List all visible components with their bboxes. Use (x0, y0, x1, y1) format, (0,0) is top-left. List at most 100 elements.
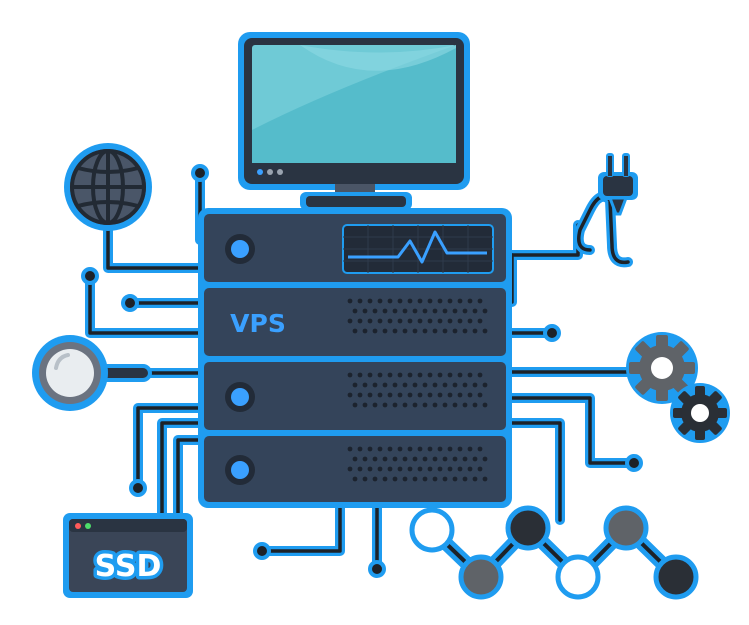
vent-hole (432, 328, 438, 334)
vent-hole (462, 328, 468, 334)
vent-hole (357, 466, 363, 472)
vent-hole (482, 476, 488, 482)
vent-hole (357, 392, 363, 398)
vent-hole (352, 328, 358, 334)
vent-hole (362, 382, 368, 388)
vent-hole (462, 476, 468, 482)
vent-hole (382, 476, 388, 482)
vent-hole (447, 318, 453, 324)
vent-hole (362, 328, 368, 334)
vent-hole (402, 382, 408, 388)
vent-hole (372, 456, 378, 462)
vent-hole (427, 446, 433, 452)
vent-hole (432, 476, 438, 482)
globe-icon (64, 143, 152, 231)
gear-icon (626, 332, 730, 443)
magnifier-icon (32, 335, 152, 411)
vent-hole (477, 298, 483, 304)
vent-hole (392, 476, 398, 482)
vent-hole (442, 476, 448, 482)
wire-end-dots (81, 164, 643, 578)
vent-hole (362, 476, 368, 482)
vent-hole (372, 308, 378, 314)
vent-hole (442, 328, 448, 334)
vent-hole (452, 456, 458, 462)
vent-hole (347, 372, 353, 378)
vent-hole (372, 476, 378, 482)
vent-hole (457, 318, 463, 324)
vent-hole (467, 298, 473, 304)
vent-hole (412, 476, 418, 482)
vent-hole (352, 456, 358, 462)
vent-hole (472, 328, 478, 334)
vent-hole (482, 382, 488, 388)
vent-hole (472, 402, 478, 408)
vent-hole (367, 392, 373, 398)
vent-hole (372, 328, 378, 334)
vent-hole (352, 402, 358, 408)
vent-hole (482, 328, 488, 334)
vent-hole (387, 318, 393, 324)
vent-hole (347, 298, 353, 304)
vent-hole (412, 382, 418, 388)
vent-hole (367, 298, 373, 304)
vent-hole (397, 466, 403, 472)
server-rack: VPS (198, 208, 512, 508)
vent-hole (472, 456, 478, 462)
vent-hole (457, 466, 463, 472)
vent-hole (402, 308, 408, 314)
vent-hole (377, 318, 383, 324)
vent-hole (437, 446, 443, 452)
vent-hole (452, 402, 458, 408)
graph-node (603, 505, 649, 551)
vent-hole (347, 392, 353, 398)
vent-hole (417, 466, 423, 472)
vps-label: VPS (230, 309, 286, 338)
vent-hole (362, 308, 368, 314)
vent-hole (457, 392, 463, 398)
vent-hole (407, 372, 413, 378)
vent-hole (477, 446, 483, 452)
vent-hole (392, 382, 398, 388)
graph-node (505, 505, 551, 551)
vent-hole (467, 392, 473, 398)
vent-hole (452, 476, 458, 482)
vent-hole (392, 328, 398, 334)
vent-hole (347, 318, 353, 324)
vent-hole (392, 402, 398, 408)
vent-hole (417, 298, 423, 304)
vent-hole (357, 298, 363, 304)
vent-hole (452, 308, 458, 314)
vent-hole (472, 476, 478, 482)
vent-hole (412, 402, 418, 408)
vent-hole (437, 392, 443, 398)
vent-hole (417, 372, 423, 378)
vent-grill (347, 298, 488, 334)
vent-hole (482, 402, 488, 408)
vent-hole (467, 446, 473, 452)
vent-hole (467, 372, 473, 378)
vent-hole (452, 382, 458, 388)
vent-hole (477, 318, 483, 324)
vent-hole (457, 298, 463, 304)
vent-hole (442, 382, 448, 388)
vent-hole (422, 308, 428, 314)
vent-hole (457, 446, 463, 452)
vent-hole (407, 318, 413, 324)
vent-hole (427, 372, 433, 378)
vent-hole (462, 456, 468, 462)
vent-grill (347, 446, 488, 482)
vent-hole (357, 372, 363, 378)
vent-hole (422, 476, 428, 482)
vent-hole (432, 308, 438, 314)
vent-hole (472, 382, 478, 388)
vent-grill (347, 372, 488, 408)
graph-node (458, 554, 504, 600)
vent-hole (437, 318, 443, 324)
vent-hole (357, 446, 363, 452)
vent-hole (397, 446, 403, 452)
vent-hole (402, 456, 408, 462)
vent-hole (392, 308, 398, 314)
vent-hole (477, 372, 483, 378)
vent-hole (387, 298, 393, 304)
